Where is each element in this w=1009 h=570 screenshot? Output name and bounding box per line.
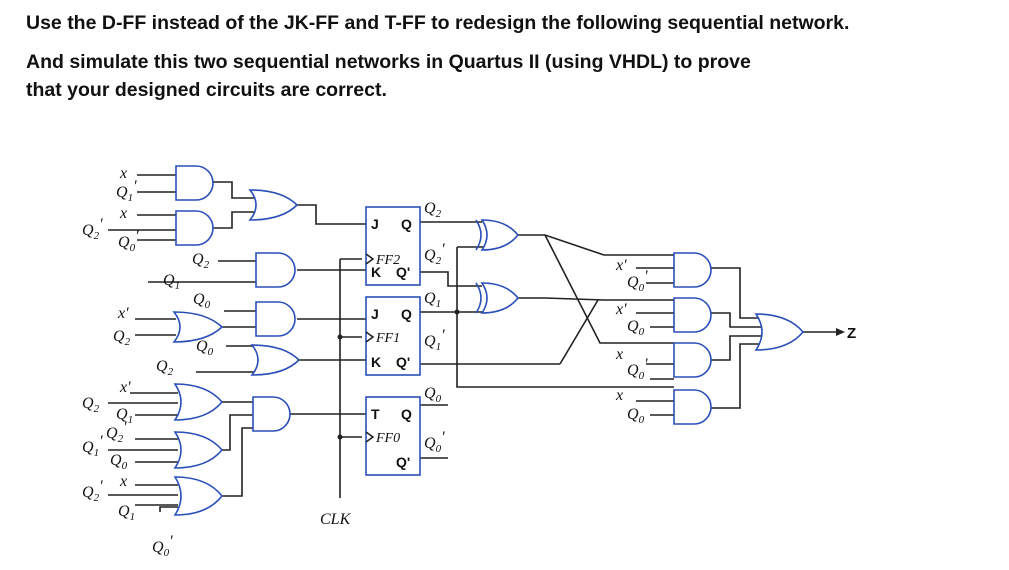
or-gate-z	[754, 313, 805, 351]
ff2-k-pin: K	[371, 264, 381, 280]
ff1-qn-pin: Q'	[396, 354, 410, 370]
ff0-name: FF0	[375, 431, 400, 446]
or-gate-x-q2n-q1-q0n	[173, 476, 224, 516]
or-gate-j2	[248, 189, 299, 221]
label-q0: Q0	[110, 452, 128, 472]
signal-labels: x Q1' x Q2' Q0' Q2 Q1 Q0 x' Q2 Q0 Q2 x' …	[82, 165, 856, 559]
label-q1n: Q1'	[82, 433, 103, 459]
label-q2: Q2	[156, 358, 174, 378]
label-q0: Q0	[627, 406, 645, 426]
or-gate-xn-q2	[172, 311, 224, 343]
label-q0n: Q0'	[627, 356, 648, 382]
label-q0-out: Q0	[424, 385, 442, 405]
label-xn: x'	[615, 257, 627, 274]
label-q0n: Q0'	[627, 268, 648, 294]
label-q1: Q1	[118, 503, 135, 523]
label-q1: Q1	[163, 272, 180, 292]
ff1-q-pin: Q	[401, 306, 412, 322]
label-x: x	[119, 205, 127, 222]
xor-gate-2	[475, 282, 520, 314]
ff0-qn-pin: Q'	[396, 454, 410, 470]
and-gate-z2	[673, 297, 712, 333]
label-x: x	[615, 387, 623, 404]
label-x: x	[119, 165, 127, 182]
label-q2n: Q2'	[82, 216, 103, 242]
and-gate-z1	[673, 252, 712, 288]
label-q2n-out: Q2'	[424, 241, 445, 267]
question-line-1: Use the D-FF instead of the JK-FF and T-…	[26, 12, 850, 34]
label-q1-out: Q1	[424, 290, 441, 310]
label-q0n: Q0'	[118, 228, 139, 254]
label-q2: Q2	[192, 251, 210, 271]
output-z-label: Z	[847, 325, 856, 342]
label-q0n-out: Q0'	[424, 429, 445, 455]
flipflop-ff1: J Q FF1 K Q'	[365, 296, 421, 376]
and-gate-x-q2n-q0n	[175, 210, 214, 246]
and-gate-j1	[255, 301, 296, 337]
ff2-name: FF2	[375, 253, 400, 268]
ff2-j-pin: J	[371, 216, 379, 232]
question-line-2: And simulate this two sequential network…	[26, 51, 751, 73]
question-line-3: that your designed circuits are correct.	[26, 79, 387, 101]
label-q0n: Q0'	[152, 533, 173, 559]
label-q2n: Q2'	[82, 478, 103, 504]
and-gate-z4	[673, 389, 712, 425]
ff1-j-pin: J	[371, 306, 379, 322]
ff1-k-pin: K	[371, 354, 381, 370]
label-xn: x'	[615, 301, 627, 318]
clk-label: CLK	[320, 511, 352, 528]
flipflop-ff0: T Q FF0 Q'	[365, 396, 421, 476]
or-gate-k1	[250, 344, 301, 376]
label-q1n-out: Q1'	[424, 327, 445, 353]
and-gate-q2-q1	[255, 252, 296, 288]
label-xn: x'	[117, 305, 129, 322]
ff2-qn-pin: Q'	[396, 264, 410, 280]
label-x: x	[615, 346, 623, 363]
label-q0: Q0	[196, 338, 214, 358]
label-q0: Q0	[627, 318, 645, 338]
ff2-q-pin: Q	[401, 216, 412, 232]
label-xn: x'	[119, 379, 131, 396]
label-q0: Q0	[193, 291, 211, 311]
label-q2: Q2	[113, 328, 131, 348]
label-q2: Q2	[82, 395, 100, 415]
ff0-t-pin: T	[371, 406, 380, 422]
and-gate-t0	[252, 396, 291, 432]
ff0-q-pin: Q	[401, 406, 412, 422]
flipflop-ff2: J Q FF2 K Q'	[365, 206, 421, 286]
or-gate-q2n-q1n-q0	[173, 431, 224, 469]
and-gate-x-q1n	[175, 165, 214, 201]
ff1-name: FF1	[375, 331, 400, 346]
or-gate-xn-q2-q1	[173, 383, 224, 421]
wires	[108, 174, 845, 512]
label-x: x	[119, 473, 127, 490]
and-gate-z3	[673, 342, 712, 378]
label-q2-out: Q2	[424, 200, 442, 220]
xor-gate-1	[475, 219, 520, 251]
